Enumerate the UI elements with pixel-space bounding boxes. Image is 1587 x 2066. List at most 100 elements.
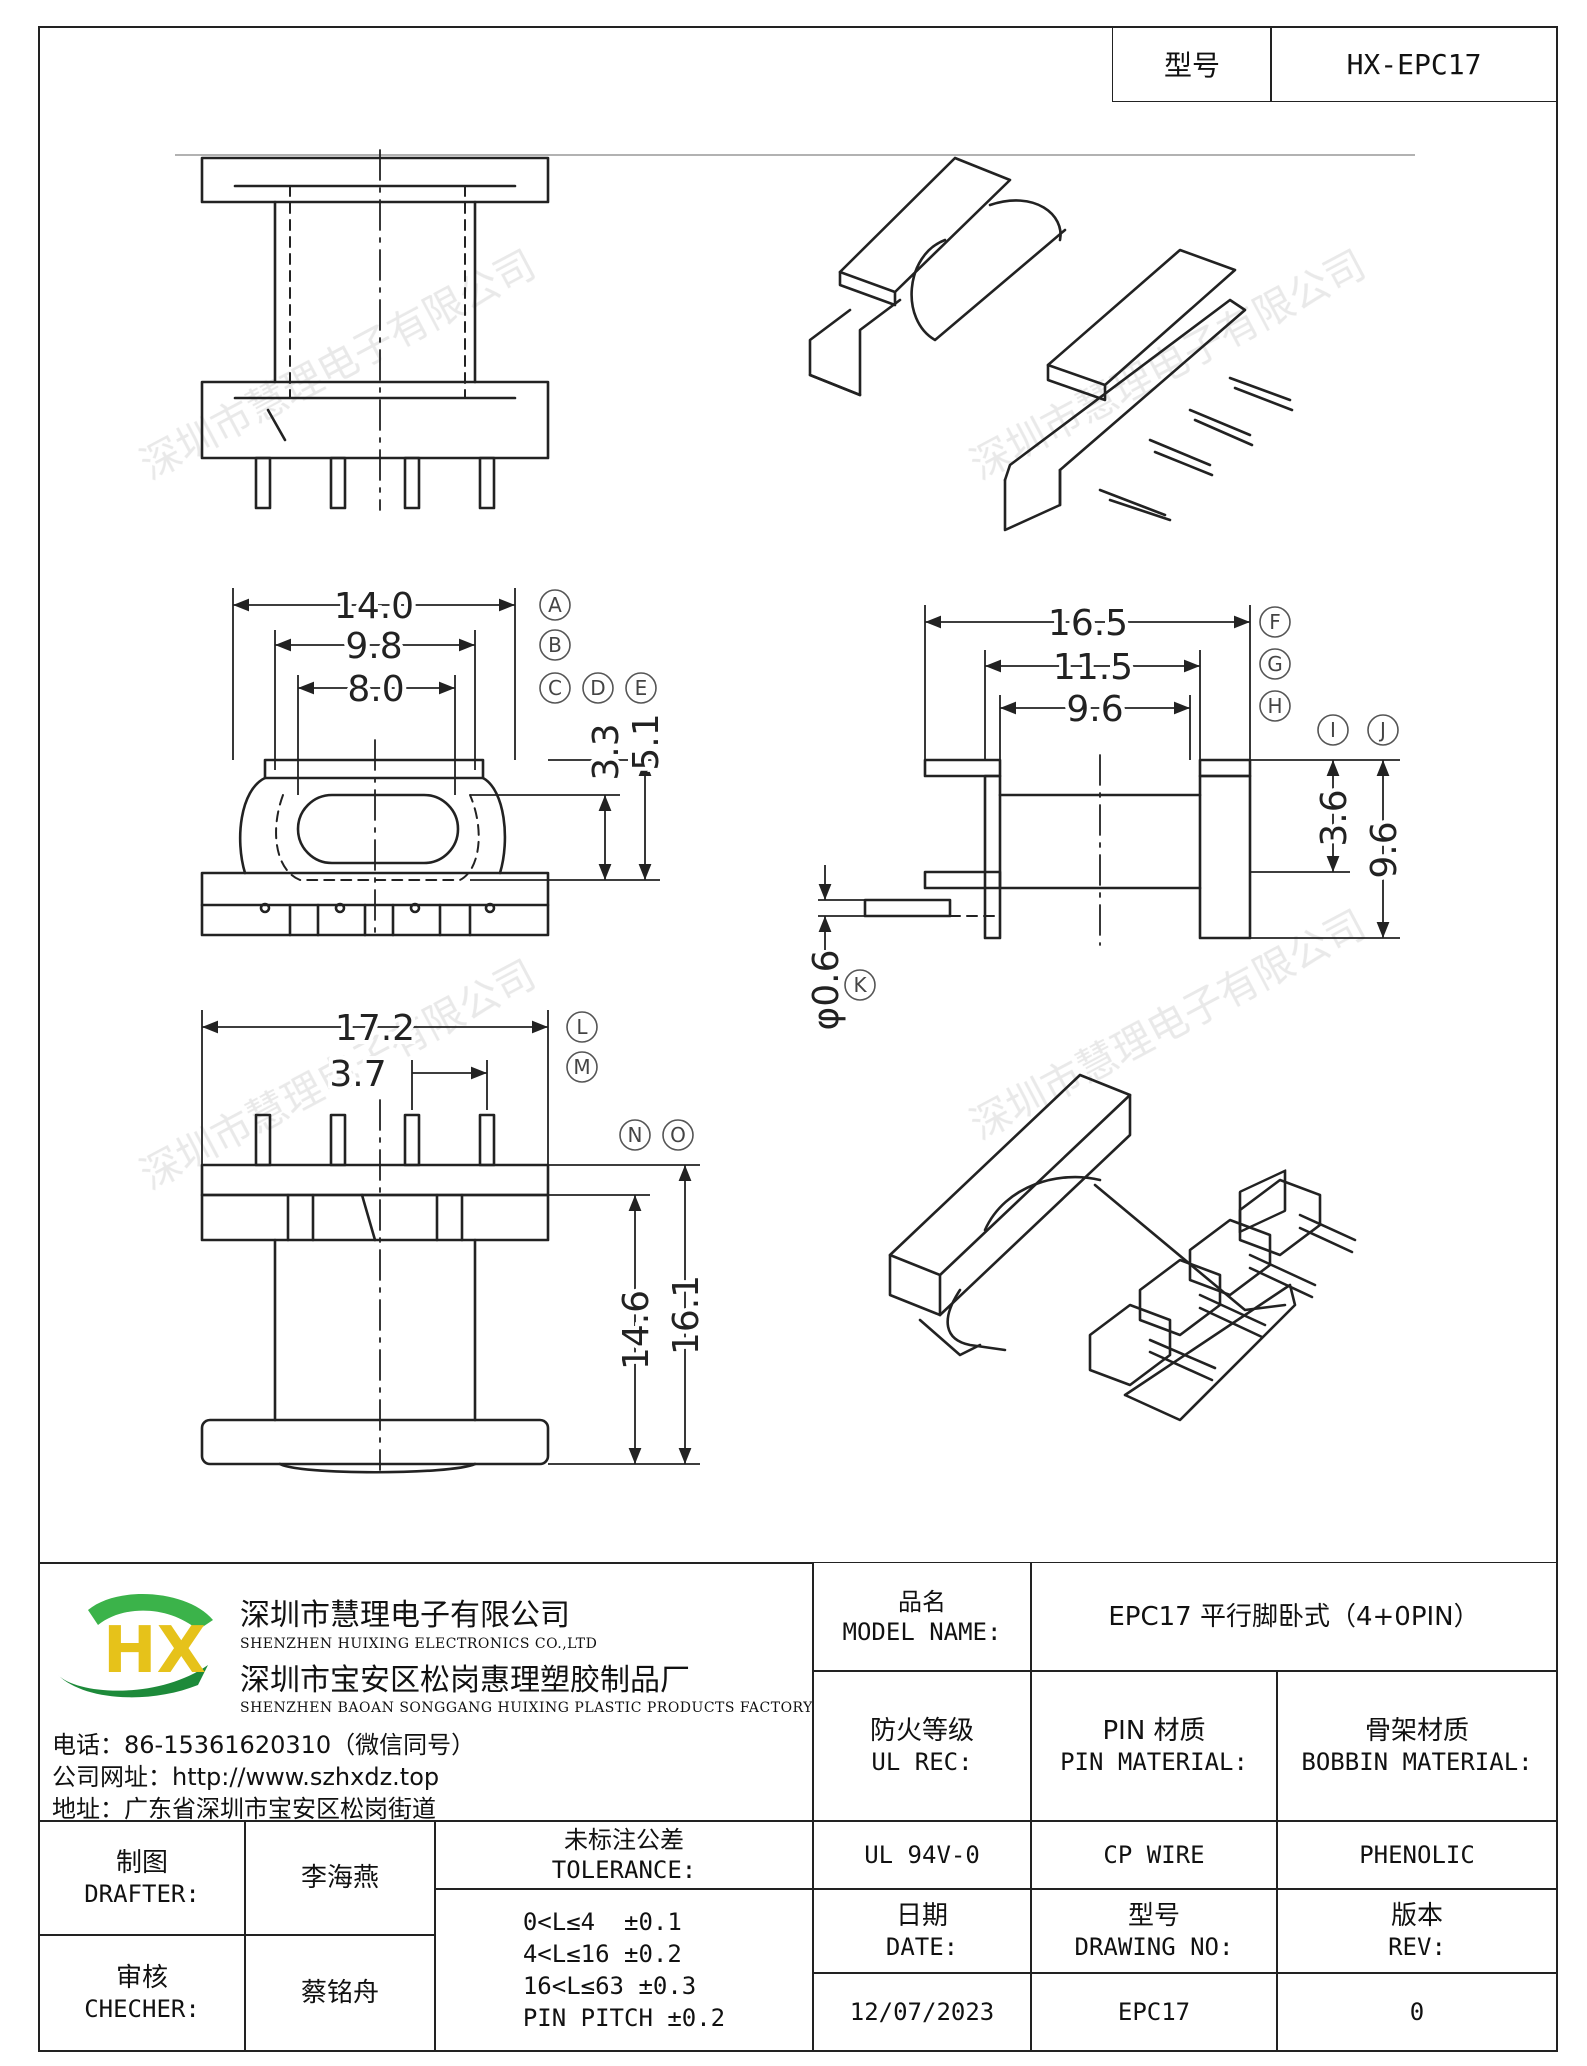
watermark-1: 深圳市慧理电子有限公司 [133, 242, 543, 489]
ul-rec-value: UL 94V-0 [812, 1820, 1032, 1890]
svg-text:B: B [548, 633, 562, 657]
company-phone: 电话：86-15361620310（微信同号） [52, 1731, 476, 1759]
marker-G: G [1259, 648, 1291, 680]
company-name-1: 深圳市慧理电子有限公司 [240, 1598, 570, 1633]
svg-text:O: O [670, 1123, 686, 1147]
dim-9-6-height: 9.6 [1364, 821, 1405, 878]
marker-H: H [1259, 690, 1291, 722]
isometric-view-bottom [888, 1073, 1357, 1422]
checker-label: 审核 CHECHER: [38, 1934, 246, 2052]
dim-0-6: φ0.6 [806, 950, 847, 1031]
tolerance-line-2: 4<L≤16 ±0.2 [522, 1940, 682, 1968]
pin-material-cn: PIN 材质 [1102, 1715, 1206, 1746]
isometric-view-top [808, 156, 1294, 532]
watermark-2: 深圳市慧理电子有限公司 [963, 242, 1373, 489]
tolerance-label: 未标注公差 TOLERANCE: [434, 1820, 814, 1890]
tolerance-line-4: PIN PITCH ±0.2 [522, 2004, 726, 2032]
rev-en: REV: [1388, 1933, 1446, 1962]
svg-text:N: N [628, 1123, 643, 1147]
svg-text:F: F [1269, 610, 1281, 634]
svg-text:G: G [1267, 652, 1283, 676]
front-view [200, 149, 550, 511]
bobbin-material-label: 骨架材质 BOBBIN MATERIAL: [1276, 1670, 1558, 1822]
ul-rec-cn: 防火等级 [869, 1715, 974, 1746]
dim-16-1: 16.1 [666, 1275, 707, 1355]
pin-material-label: PIN 材质 PIN MATERIAL: [1030, 1670, 1278, 1822]
dim-16-5: 16.5 [1048, 603, 1128, 644]
bobbin-material-value: PHENOLIC [1276, 1820, 1558, 1890]
model-name-cn: 品名 [898, 1588, 946, 1616]
bobbin-material-en: BOBBIN MATERIAL: [1301, 1748, 1533, 1777]
svg-text:H: H [1267, 694, 1282, 718]
company-website: 公司网址：http://www.szhxdz.top [52, 1763, 440, 1791]
model-name-en: MODEL NAME: [842, 1618, 1002, 1646]
drawing-no-value: EPC17 [1030, 1972, 1278, 2052]
marker-O: O [662, 1119, 694, 1151]
date-value: 12/07/2023 [812, 1972, 1032, 2052]
model-value-cell: HX-EPC17 [1270, 26, 1558, 102]
dim-14-6: 14.6 [616, 1290, 657, 1370]
pin-material-value: CP WIRE [1030, 1820, 1278, 1890]
drafter-en: DRAFTER: [84, 1880, 200, 1909]
drawing-no-en: DRAWING NO: [1074, 1933, 1234, 1962]
marker-L: L [566, 1011, 598, 1043]
model-name-value: EPC17 平行脚卧式（4+0PIN） [1030, 1562, 1558, 1672]
dim-14-0: 14.0 [334, 586, 414, 627]
company-cell [38, 1562, 814, 1822]
dim-9-6-width: 9.6 [1066, 689, 1123, 730]
tolerance-en: TOLERANCE: [551, 1856, 697, 1884]
technical-drawing: 深圳市慧理电子有限公司 深圳市慧理电子有限公司 深圳市慧理电子有限公司 深圳市慧… [133, 149, 1415, 1474]
company-name-2-en: SHENZHEN BAOAN SONGGANG HUIXING PLASTIC … [240, 1700, 813, 1716]
dim-3-7: 3.7 [329, 1054, 386, 1095]
checker-cn: 审核 [115, 1962, 168, 1993]
marker-A: A [539, 589, 571, 621]
svg-text:A: A [548, 593, 562, 617]
dim-17-2: 17.2 [335, 1008, 415, 1049]
company-name-1-en: SHENZHEN HUIXING ELECTRONICS CO.,LTD [240, 1636, 598, 1652]
marker-I: I [1317, 714, 1349, 746]
checker-name: 蔡铭舟 [244, 1934, 436, 2052]
tolerance-values: 0<L≤4 ±0.1 4<L≤16 ±0.2 16<L≤63 ±0.3 PIN … [434, 1888, 814, 2052]
marker-D: D [582, 672, 614, 704]
rev-cn: 版本 [1390, 1900, 1443, 1931]
dim-3-6: 3.6 [1314, 789, 1355, 846]
company-address: 地址：广东省深圳市宝安区松岗街道 [52, 1795, 436, 1823]
date-label: 日期 DATE: [812, 1888, 1032, 1974]
svg-text:K: K [853, 973, 867, 997]
bottom-view-left [200, 1099, 550, 1474]
svg-text:M: M [573, 1055, 590, 1079]
date-en: DATE: [885, 1933, 959, 1962]
dim-11-5: 11.5 [1053, 647, 1133, 688]
svg-text:D: D [590, 676, 605, 700]
marker-C: C [539, 672, 571, 704]
company-logo: HX [58, 1593, 213, 1698]
model-label-cell: 型号 [1112, 26, 1272, 102]
pin-material-en: PIN MATERIAL: [1060, 1748, 1248, 1777]
top-view-right [863, 754, 1252, 946]
marker-M: M [566, 1051, 598, 1083]
ul-rec-en: UL REC: [871, 1748, 973, 1777]
dim-3-3: 3.3 [586, 723, 627, 780]
tolerance-line-3: 16<L≤63 ±0.3 [522, 1972, 697, 2000]
side-view-left [200, 739, 550, 941]
rev-value: 0 [1276, 1972, 1558, 2052]
rev-label: 版本 REV: [1276, 1888, 1558, 1974]
drafter-cn: 制图 [115, 1847, 168, 1878]
dim-5-1: 5.1 [626, 713, 667, 770]
dim-8-0: 8.0 [347, 669, 404, 710]
tolerance-cn: 未标注公差 [564, 1826, 684, 1854]
bobbin-material-cn: 骨架材质 [1364, 1715, 1469, 1746]
svg-text:C: C [548, 676, 562, 700]
marker-E: E [625, 672, 657, 704]
marker-K: K [844, 969, 876, 1001]
marker-N: N [619, 1119, 651, 1151]
tolerance-line-1: 0<L≤4 ±0.1 [522, 1908, 682, 1936]
drawing-no-cn: 型号 [1127, 1900, 1180, 1931]
ul-rec-label: 防火等级 UL REC: [812, 1670, 1032, 1822]
logo-letter-h: HX [103, 1614, 206, 1688]
marker-J: J [1367, 714, 1399, 746]
drafter-label: 制图 DRAFTER: [38, 1820, 246, 1936]
company-name-2: 深圳市宝安区松岗惠理塑胶制品厂 [240, 1663, 690, 1698]
svg-text:I: I [1330, 718, 1336, 742]
date-cn: 日期 [895, 1900, 948, 1931]
